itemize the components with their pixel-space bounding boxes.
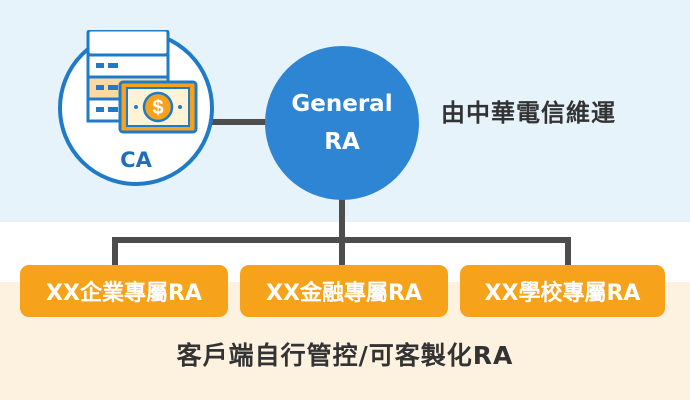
enterprise-ra-box: XX企業專屬RA [20,265,228,317]
general-ra-line2: RA [324,129,360,155]
svg-text:$: $ [152,97,163,119]
operator-text: 由中華電信維運 [441,99,616,127]
school-ra-box: XX學校專屬RA [460,265,665,317]
money-bill-icon: $ [118,80,198,134]
ca-label: CA [120,148,152,172]
finance-ra-box: XX金融專屬RA [240,265,448,317]
ca-illustration: $ [86,30,198,134]
general-ra-node: General RA [265,46,419,200]
general-ra-line1: General [291,91,393,117]
footer-caption: 客戶端自行管控/可客製化RA [176,341,514,370]
